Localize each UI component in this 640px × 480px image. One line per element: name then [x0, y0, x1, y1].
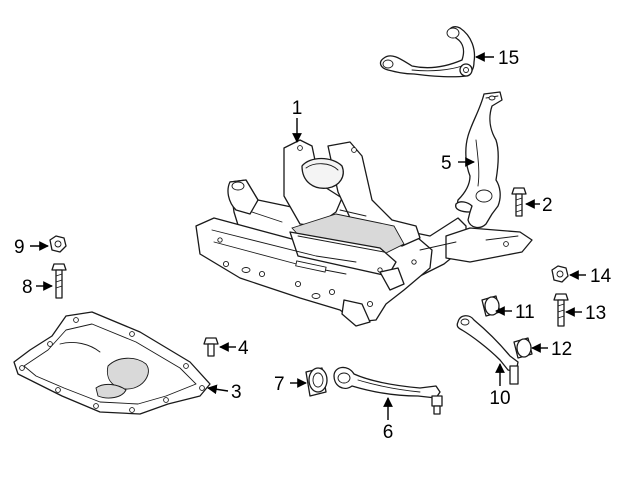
callout-5: 5 [441, 153, 452, 174]
bushing-part[interactable] [305, 367, 328, 397]
bushing-medium-part[interactable] [513, 337, 533, 359]
skid-plate-part[interactable] [13, 311, 211, 415]
bolt-13-part[interactable] [553, 293, 569, 327]
bolt-2-part[interactable] [511, 187, 527, 217]
callout-15: 15 [498, 48, 519, 69]
callout-labels: 1 2 3 4 5 6 7 8 9 10 11 12 13 14 15 [14, 48, 612, 443]
lower-control-arm-part[interactable] [333, 366, 443, 415]
leader-lines [30, 52, 586, 420]
nut-9-part[interactable] [49, 235, 67, 253]
steering-knuckle-part[interactable] [455, 91, 503, 229]
nut-14-part[interactable] [551, 265, 569, 283]
upper-control-arm-part[interactable] [379, 26, 476, 78]
callout-8: 8 [22, 277, 33, 298]
callout-1: 1 [292, 98, 303, 119]
callout-7: 7 [274, 374, 285, 395]
callout-11: 11 [515, 302, 535, 323]
callout-12: 12 [551, 339, 572, 360]
bushing-small-part[interactable] [481, 295, 501, 317]
tension-strut-part[interactable] [456, 315, 519, 385]
front-subframe-part[interactable] [195, 139, 533, 327]
callout-4: 4 [238, 338, 249, 359]
callout-2: 2 [542, 195, 553, 216]
bolt-4-part[interactable] [203, 337, 219, 357]
callout-6: 6 [383, 422, 394, 443]
callout-3: 3 [231, 382, 242, 403]
bolt-8-part[interactable] [51, 263, 67, 299]
callout-9: 9 [14, 237, 25, 258]
callout-10: 10 [489, 388, 510, 409]
callout-14: 14 [590, 266, 612, 287]
callout-13: 13 [585, 303, 606, 324]
